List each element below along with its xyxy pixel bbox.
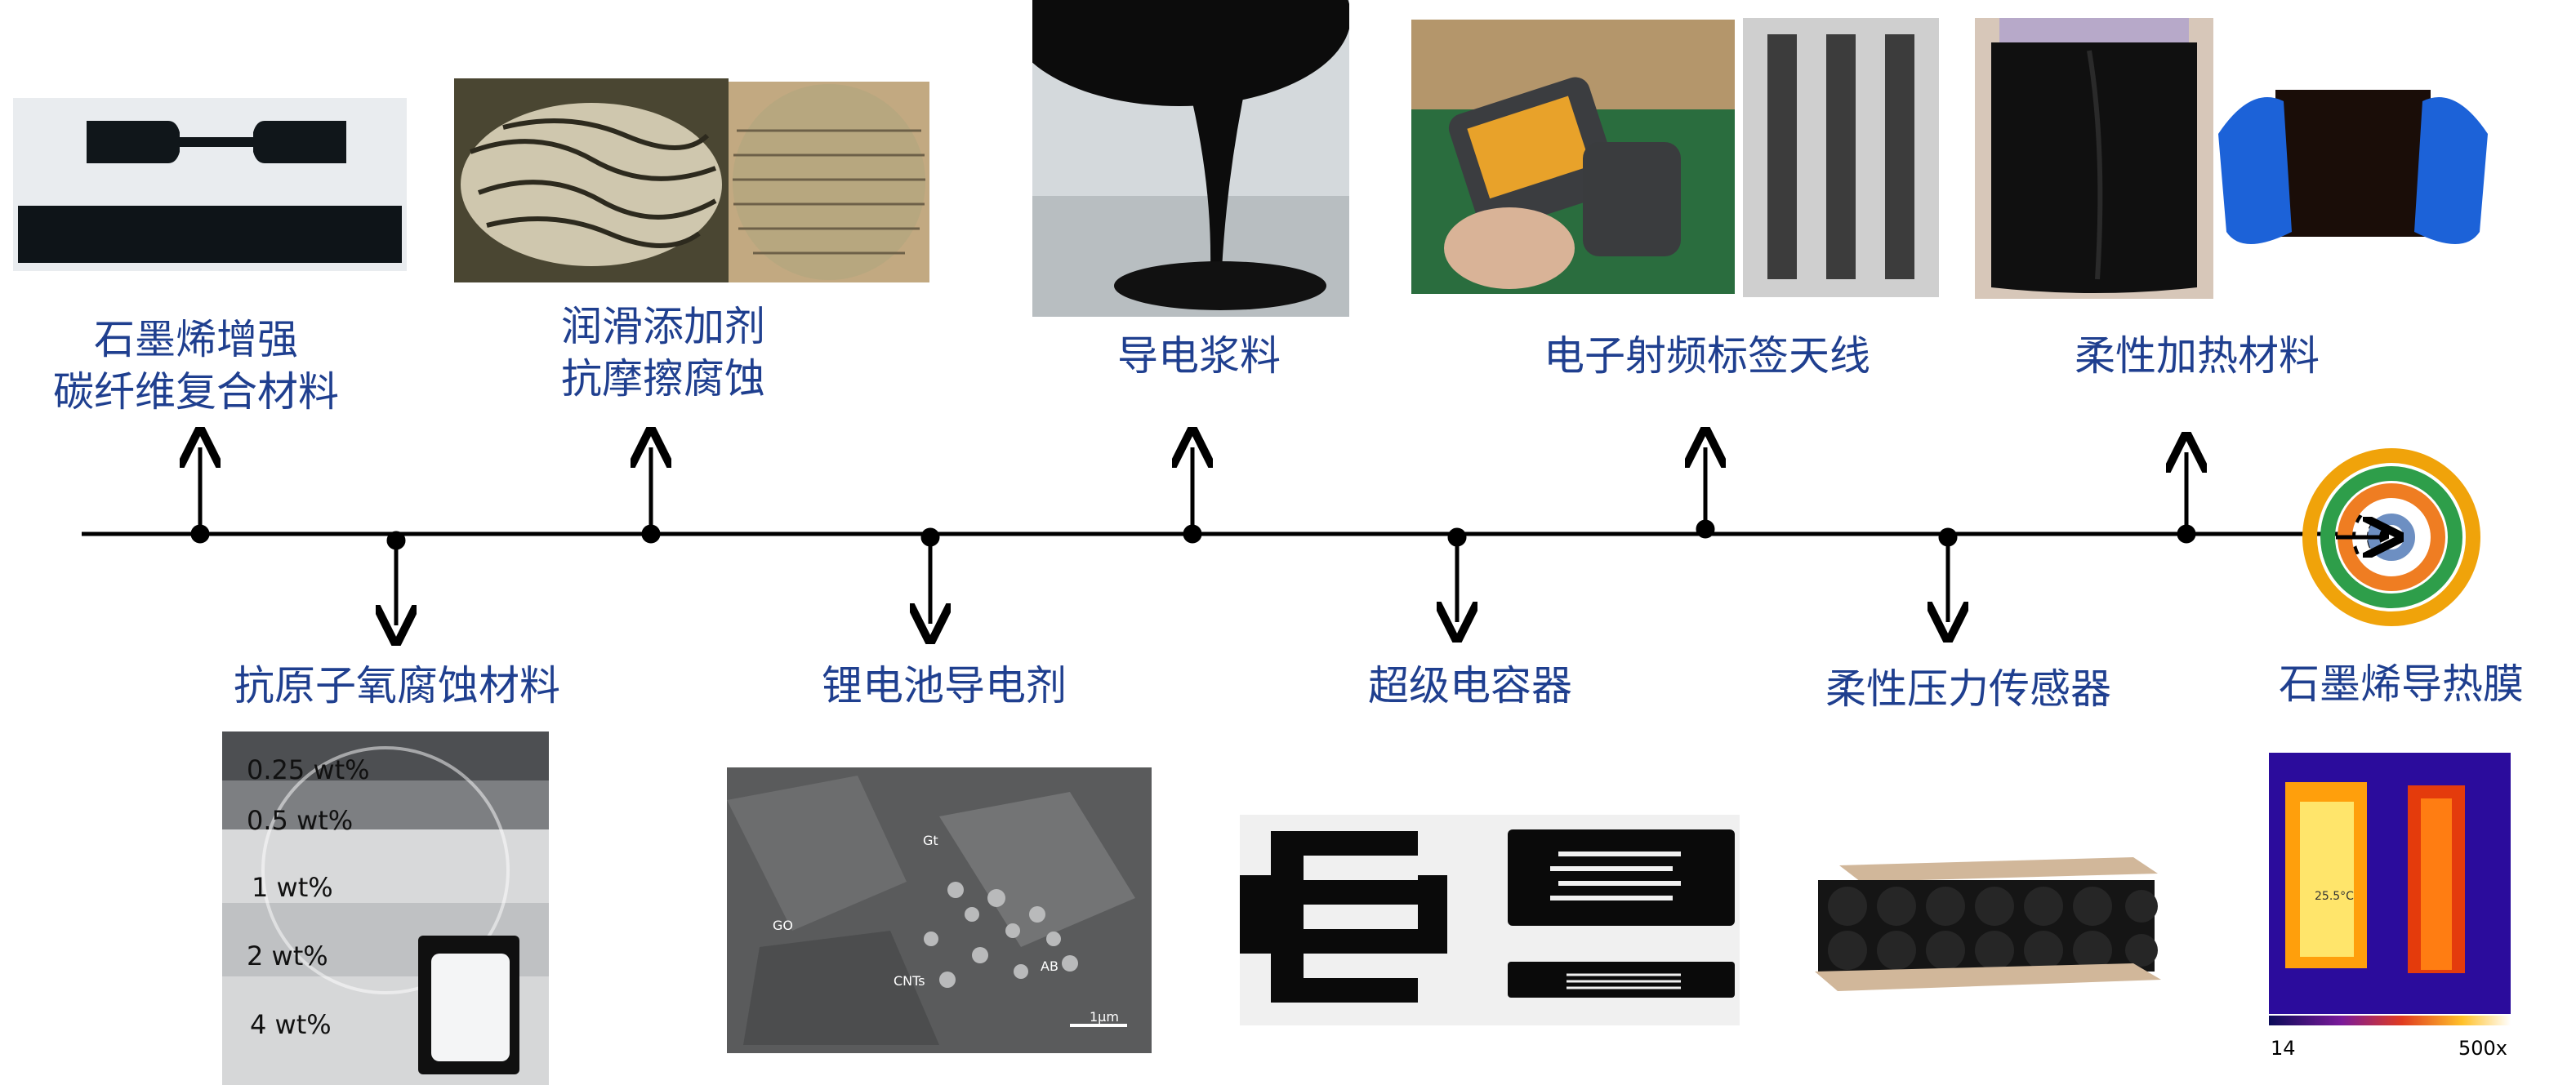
sem-label-gt: Gt [923, 833, 938, 848]
label-line1: 润滑添加剂 [561, 303, 765, 350]
node-4 [920, 527, 940, 547]
node-6 [1447, 527, 1467, 547]
photo-lubricant-scar [729, 82, 929, 282]
photo-cf-composite [13, 98, 407, 271]
node-7 [1696, 519, 1715, 539]
coating-label-3: 1 wt% [252, 872, 333, 903]
node-2 [386, 531, 406, 550]
target-icon [2302, 448, 2480, 626]
label-line2: 碳纤维复合材料 [53, 368, 339, 416]
milestone-label-ao-resist: 抗原子氧腐蚀材料 [234, 662, 560, 709]
photo-fiber-spool [1975, 18, 2213, 299]
coating-label-5: 4 wt% [250, 1009, 332, 1040]
node-1 [190, 524, 210, 544]
milestone-label-thermal-film: 石墨烯导热膜 [2279, 660, 2524, 708]
coating-label-1: 0.25 wt% [247, 754, 370, 785]
sem-label-ab: AB [1041, 958, 1058, 974]
milestone-label-supercapacitor: 超级电容器 [1368, 662, 1572, 709]
node-9 [2177, 524, 2196, 544]
photo-lubricant-wear [454, 78, 729, 282]
coating-label-2: 0.5 wt% [247, 805, 354, 836]
sem-label-go: GO [773, 918, 793, 933]
milestone-label-rfid-antenna: 电子射频标签天线 [1544, 332, 1870, 380]
node-8 [1938, 527, 1958, 547]
milestone-label-cf-composite: 石墨烯增强 碳纤维复合材料 [33, 313, 359, 418]
photo-rfid-reader [1411, 20, 1735, 294]
sem-label-cnts: CNTs [894, 973, 925, 989]
photo-thermal-camera: 25.5°C [2269, 753, 2511, 1014]
photo-pressure-sensor [1815, 841, 2161, 996]
photo-supercapacitor-electrodes [1240, 815, 1740, 1025]
node-5 [1183, 524, 1202, 544]
thermal-color-scale [2269, 1016, 2511, 1025]
milestone-label-flexible-heating: 柔性加热材料 [2075, 332, 2320, 380]
milestone-label-pressure-sensor: 柔性压力传感器 [1825, 665, 2111, 713]
up-arrows [193, 447, 2194, 625]
label-line2: 抗摩擦腐蚀 [561, 355, 765, 402]
milestone-label-lubricant: 润滑添加剂 抗摩擦腐蚀 [500, 300, 827, 405]
milestone-label-conductive-paste: 导电浆料 [1117, 332, 1281, 380]
photo-ao-coating: 0.25 wt% 0.5 wt% 1 wt% 2 wt% 4 wt% [222, 731, 549, 1085]
photo-heating-fabric [2218, 69, 2488, 265]
label-line1: 石墨烯增强 [94, 316, 298, 363]
thermal-scale-max: 500x [2458, 1037, 2508, 1060]
coating-label-4: 2 wt% [247, 940, 328, 972]
photo-rfid-tags [1743, 18, 1939, 297]
thermal-readout: 25.5°C [2315, 890, 2354, 903]
photo-conductive-paste [1032, 0, 1349, 317]
milestone-label-li-battery: 锂电池导电剂 [822, 662, 1067, 709]
node-3 [641, 524, 661, 544]
thermal-scale-min: 14 [2271, 1037, 2296, 1060]
sem-scale-bar: 1μm [1090, 1009, 1119, 1025]
photo-sem-conductive-agent: Gt GO CNTs AB 1μm [727, 767, 1152, 1053]
